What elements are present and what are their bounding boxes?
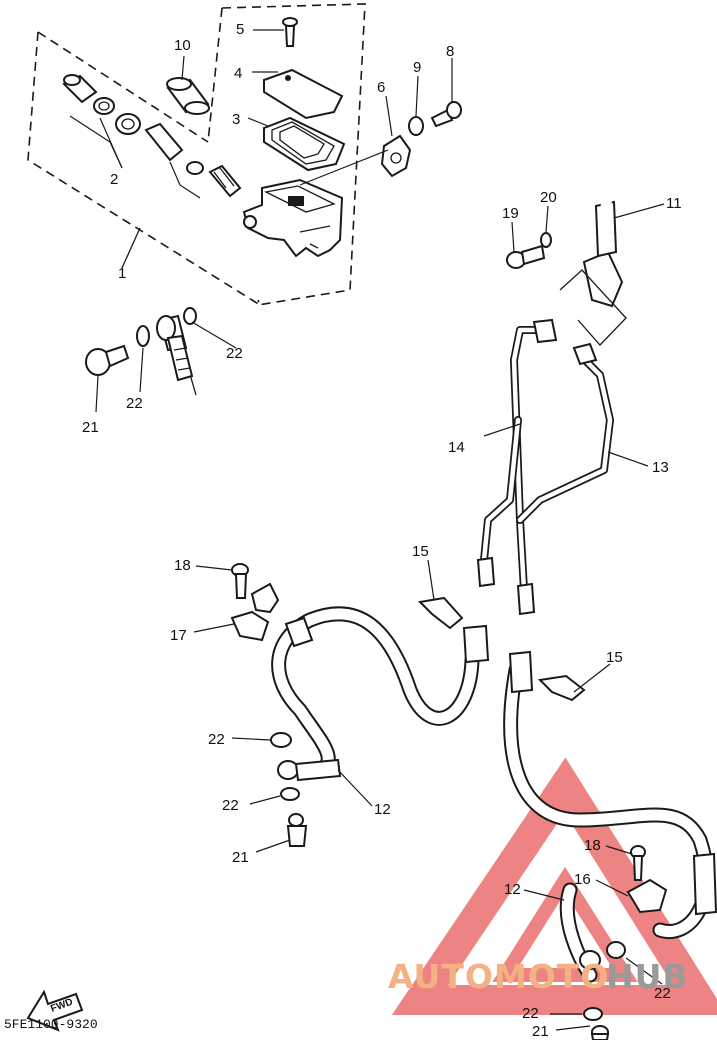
washer-20 — [540, 232, 552, 248]
bushing-10 — [166, 77, 210, 115]
callout-21-lower-right: 21 — [532, 1023, 549, 1040]
callout-11: 11 — [666, 195, 682, 212]
callout-9: 9 — [413, 59, 421, 76]
washer-22-upper-right — [183, 307, 197, 325]
clamp-15-right — [537, 674, 586, 702]
union-bolt-21-upper — [85, 344, 130, 376]
bolt-18-lower — [630, 845, 646, 881]
callout-22-upper-right: 22 — [226, 345, 243, 362]
callout-labels: 1 2 3 4 5 6 8 9 10 11 12 12 13 14 15 15 … — [82, 21, 682, 1040]
washer-22-lower-left-b — [280, 787, 300, 801]
callout-21-lower-left: 21 — [232, 849, 249, 866]
callout-4: 4 — [234, 65, 242, 82]
callout-15-right: 15 — [606, 649, 623, 666]
callout-22-upper-left: 22 — [126, 395, 143, 412]
diaphragm — [263, 116, 346, 172]
callout-18-upper: 18 — [174, 557, 191, 574]
clamp-15-left — [417, 596, 464, 630]
callout-18-lower: 18 — [584, 837, 601, 854]
callout-leaders — [95, 29, 665, 1031]
screw-5 — [282, 17, 298, 47]
callout-10: 10 — [174, 37, 191, 54]
reservoir-cover — [263, 68, 344, 120]
brake-pipe-14 — [480, 326, 548, 594]
callout-22-lower-right-b: 22 — [654, 985, 671, 1002]
callout-17: 17 — [170, 627, 187, 644]
callout-12-left: 12 — [374, 801, 391, 818]
watermark-prefix: AUTOMOTO — [388, 957, 609, 996]
union-bolt-21-lower-left — [286, 813, 308, 847]
callout-16: 16 — [574, 871, 591, 888]
callout-22-lower-left-b: 22 — [222, 797, 239, 814]
washer-22-lower-left-a — [270, 732, 292, 748]
callout-5: 5 — [236, 21, 244, 38]
callout-21-upper: 21 — [82, 419, 99, 436]
callout-2: 2 — [110, 171, 118, 188]
holder-17 — [230, 582, 280, 642]
brake-hose-12-left — [271, 606, 490, 778]
joint-block-11 — [559, 200, 627, 346]
callout-22-lower-right-a: 22 — [522, 1005, 539, 1022]
callout-22-lower-left-a: 22 — [208, 731, 225, 748]
diagram-code: 5FE1100-9320 — [4, 1017, 98, 1032]
callout-12-right: 12 — [504, 881, 521, 898]
banjo-lower-left — [277, 758, 342, 782]
brake-hose-12-right — [503, 650, 717, 939]
washer-22-upper-left — [136, 325, 150, 347]
brake-hose-12-lower — [559, 882, 598, 983]
washer-9 — [408, 116, 424, 136]
callout-1: 1 — [118, 265, 126, 282]
pipe-fittings — [476, 318, 598, 616]
banjo-upper — [156, 315, 194, 382]
callout-8: 8 — [446, 43, 454, 60]
watermark-suffix: HUB — [606, 957, 689, 996]
master-cylinder-group-outline — [27, 3, 366, 307]
union-bolt-21-lower-right — [590, 1025, 610, 1040]
callout-3: 3 — [232, 111, 240, 128]
union-bolt-19 — [506, 244, 546, 269]
bolt-8 — [430, 101, 462, 128]
holder-16 — [626, 878, 668, 914]
master-cylinder — [242, 178, 344, 258]
piston-kit — [62, 74, 242, 199]
callout-20: 20 — [540, 189, 557, 206]
brake-pipe-13 — [516, 351, 614, 524]
callout-19: 19 — [502, 205, 519, 222]
banjo-lower-right — [579, 941, 626, 970]
fwd-arrow: FWD — [26, 989, 84, 1032]
watermark-text: AUTOMOTO HUB — [388, 957, 689, 996]
washer-22-lower-right — [583, 1007, 603, 1021]
bracket-6 — [299, 134, 412, 186]
callout-6: 6 — [377, 79, 385, 96]
callout-15-left: 15 — [412, 543, 429, 560]
callout-14: 14 — [448, 439, 465, 456]
bolt-18-upper — [231, 563, 249, 599]
callout-13: 13 — [652, 459, 669, 476]
